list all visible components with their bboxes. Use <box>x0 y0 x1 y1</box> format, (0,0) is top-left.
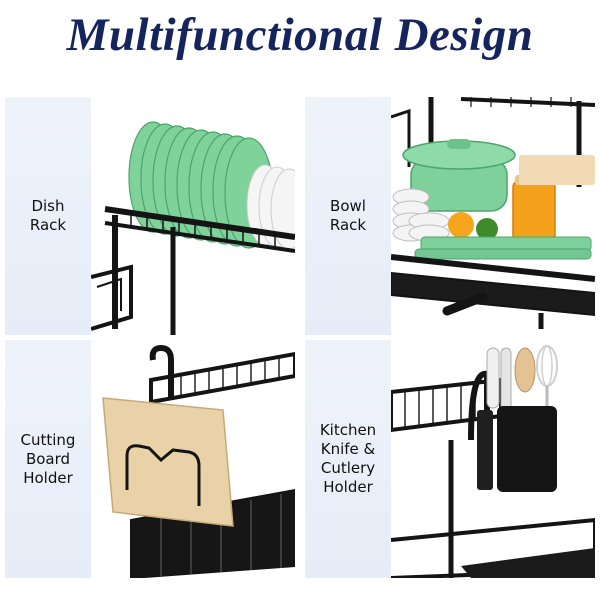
bowl-rack-label-box: Bowl Rack <box>305 97 391 335</box>
cutting-board-label: Cutting Board Holder <box>20 430 76 487</box>
dish-rack-image <box>91 97 295 335</box>
upper-shelf <box>149 344 295 405</box>
wooden-board <box>102 397 234 527</box>
cutlery-holder-image <box>391 340 595 578</box>
cutting-board-label-box: Cutting Board Holder <box>5 340 91 578</box>
dish-rack-panel: Dish Rack <box>5 97 295 335</box>
dish-rack-label-box: Dish Rack <box>5 97 91 335</box>
drip-tray <box>461 548 595 578</box>
knife-slot <box>477 410 493 490</box>
cutlery-cup <box>497 406 557 492</box>
board-stack <box>519 155 595 185</box>
dish-rack-label: Dish Rack <box>29 197 67 234</box>
cutting-board-image <box>91 340 295 578</box>
bowl-rack-panel: Bowl Rack <box>305 97 595 335</box>
green-pot <box>402 139 516 212</box>
bowl-rack-image <box>391 97 595 335</box>
lime <box>476 218 498 240</box>
rack-base <box>391 254 595 329</box>
green-plates <box>128 121 274 249</box>
white-bowls <box>392 188 450 242</box>
bowl-rack-label: Bowl Rack <box>329 197 367 234</box>
cutting-board-panel: Cutting Board Holder <box>5 340 295 578</box>
page-title: Multifunctional Design <box>66 9 534 61</box>
cutlery-holder-label-box: Kitchen Knife & Cutlery Holder <box>305 340 391 578</box>
white-plates <box>246 164 295 250</box>
green-trays <box>414 236 592 260</box>
cutlery-holder-label: Kitchen Knife & Cutlery Holder <box>319 421 377 496</box>
orange-slice <box>448 212 474 238</box>
rack-frame <box>91 206 295 335</box>
board-holder-wire <box>125 444 201 506</box>
lower-rack <box>130 488 295 578</box>
cutlery-holder-panel: Kitchen Knife & Cutlery Holder <box>305 340 595 578</box>
